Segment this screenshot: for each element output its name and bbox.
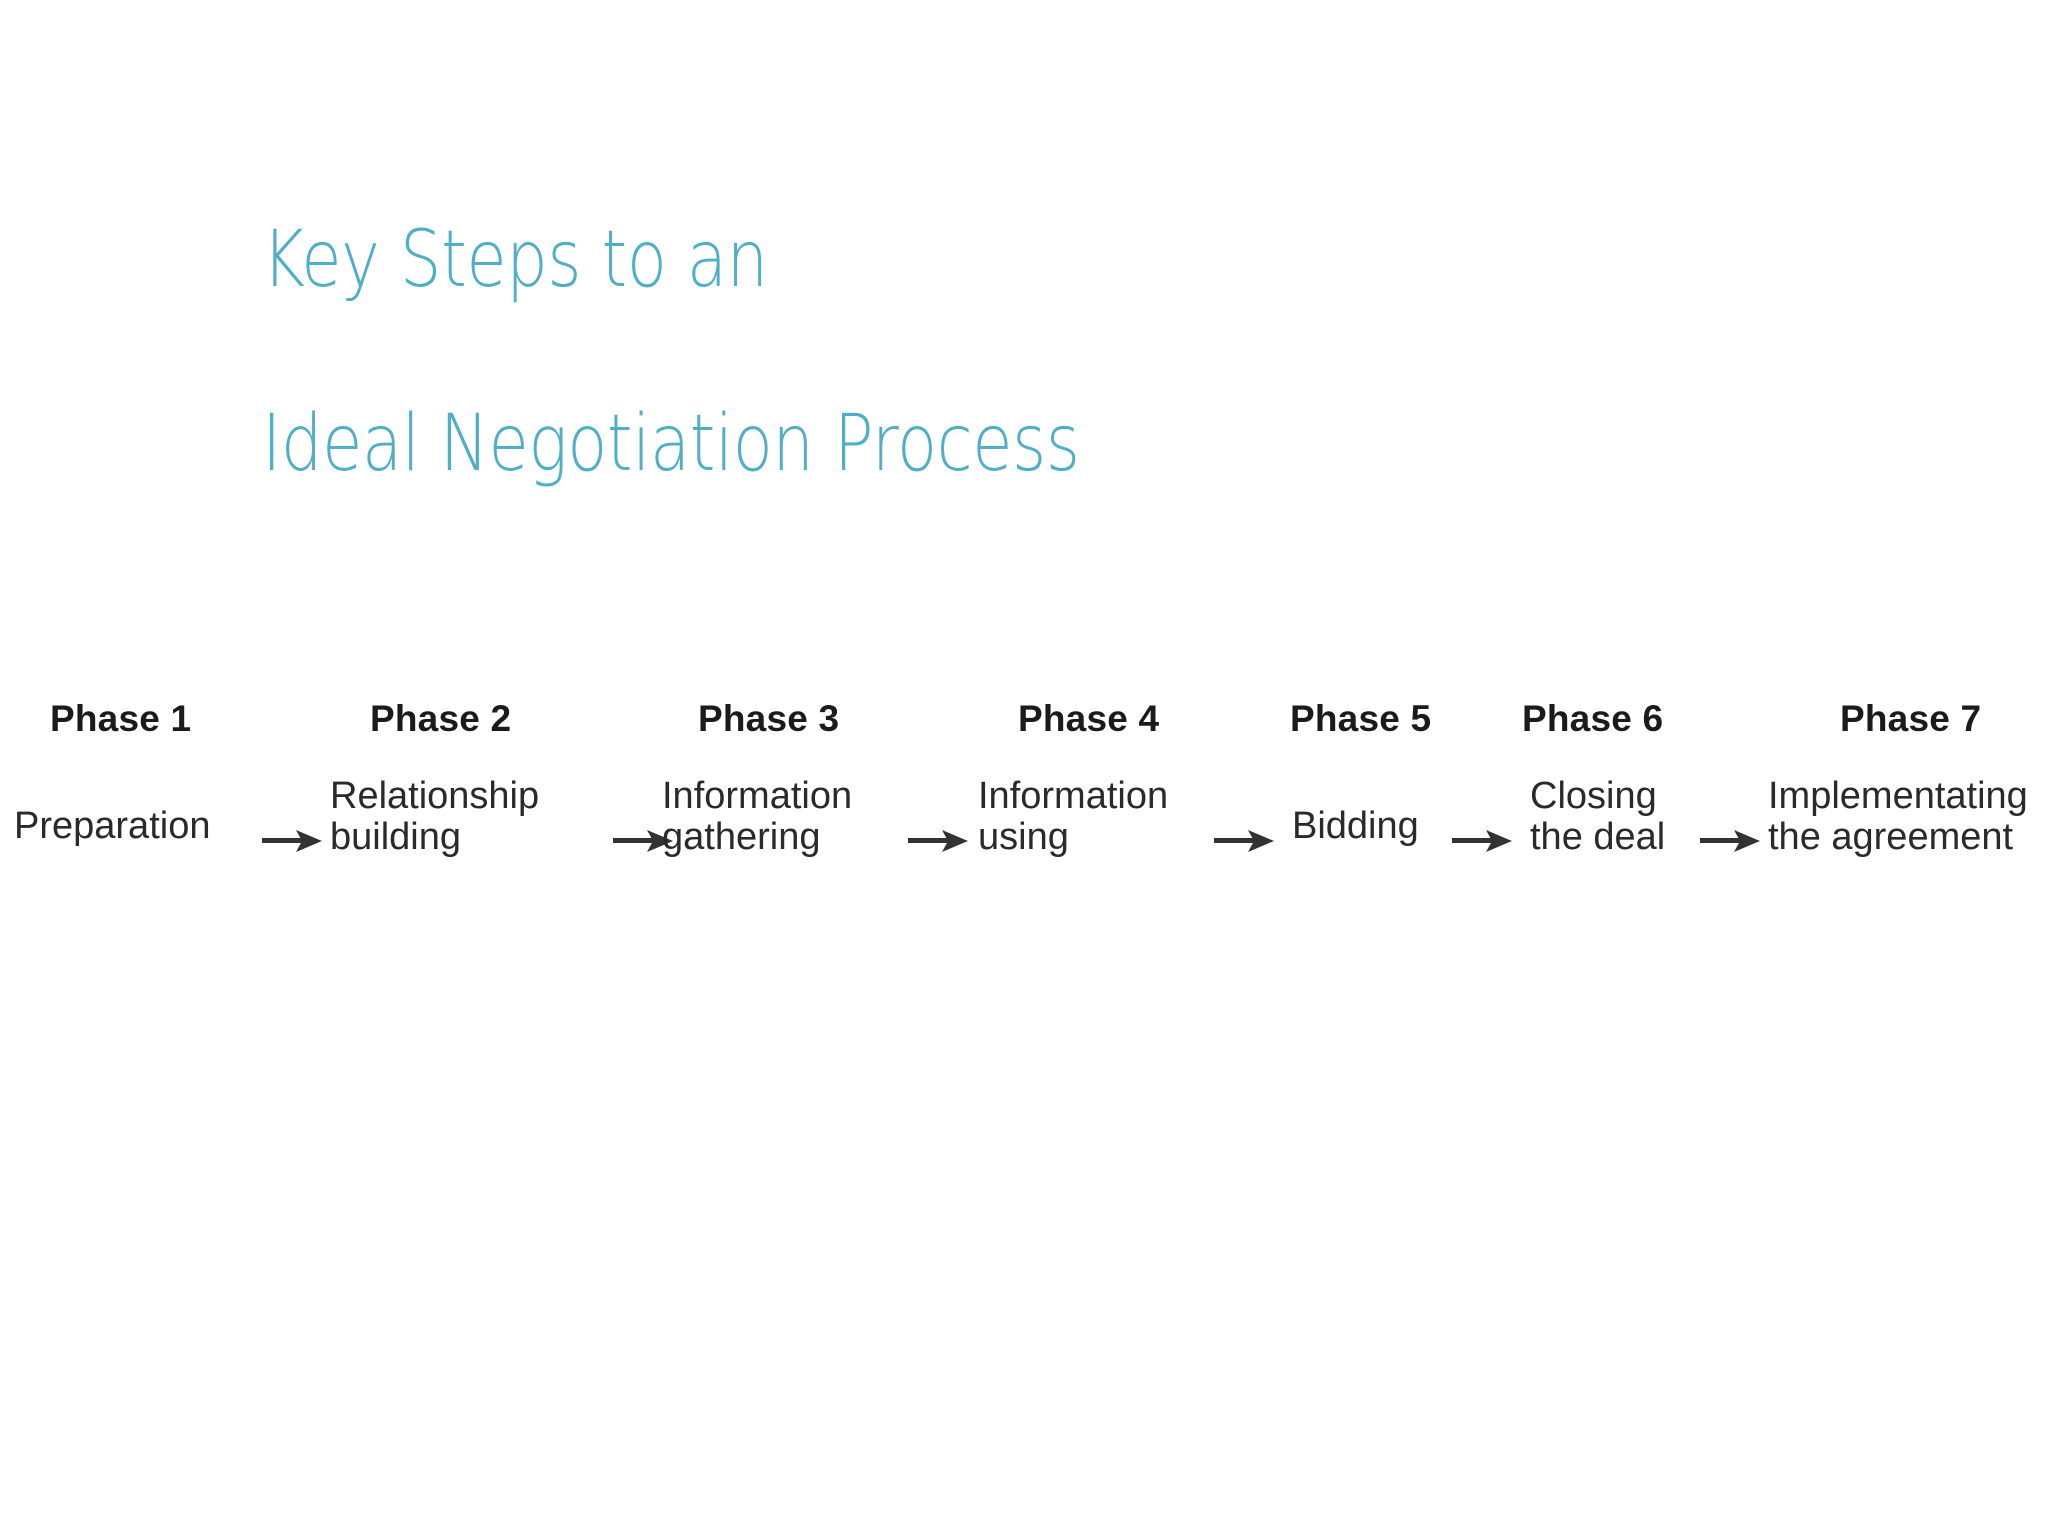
right-arrow-icon-5 bbox=[1452, 828, 1514, 854]
phase-header-5: Phase 5 bbox=[1290, 698, 1432, 739]
phase-header-1: Phase 1 bbox=[50, 698, 192, 739]
right-arrow-icon-1 bbox=[262, 828, 324, 854]
phase-header-row: Phase 1 Phase 2 Phase 3 Phase 4 Phase 5 Phase… bbox=[0, 690, 2048, 760]
phase-step-label-6: Closing the deal bbox=[1530, 775, 1666, 859]
phase-header-7: Phase 7 bbox=[1840, 698, 1982, 739]
phase-header-4: Phase 4 bbox=[1018, 698, 1160, 739]
phase-step-label-7: Implementating the agreement bbox=[1768, 775, 2028, 859]
phase-step-label-4: Information using bbox=[978, 775, 1169, 859]
phase-header-3: Phase 3 bbox=[698, 698, 840, 739]
right-arrow-icon-6 bbox=[1700, 828, 1762, 854]
phase-step-label-3: Information gathering bbox=[662, 775, 853, 859]
page-title-line-2: Ideal Negotiation Process bbox=[262, 399, 1080, 490]
right-arrow-icon-3 bbox=[908, 828, 970, 854]
phase-header-6: Phase 6 bbox=[1522, 698, 1664, 739]
phase-step-label-1: Preparation bbox=[14, 805, 211, 847]
phase-step-label-5: Bidding bbox=[1292, 805, 1419, 847]
page-title-line-1: Key Steps to an bbox=[262, 215, 768, 306]
phase-step-label-2: Relationship building bbox=[330, 775, 540, 859]
page-title: Key Steps to an Ideal Negotiation Proces… bbox=[262, 122, 1662, 582]
negotiation-process-diagram: Phase 1 Phase 2 Phase 3 Phase 4 Phase 5 Phase… bbox=[0, 690, 2048, 920]
right-arrow-icon-2 bbox=[613, 828, 675, 854]
right-arrow-icon-4 bbox=[1214, 828, 1276, 854]
phase-header-2: Phase 2 bbox=[370, 698, 512, 739]
phase-step-row: Preparation Relationship building Informat… bbox=[0, 775, 2048, 916]
